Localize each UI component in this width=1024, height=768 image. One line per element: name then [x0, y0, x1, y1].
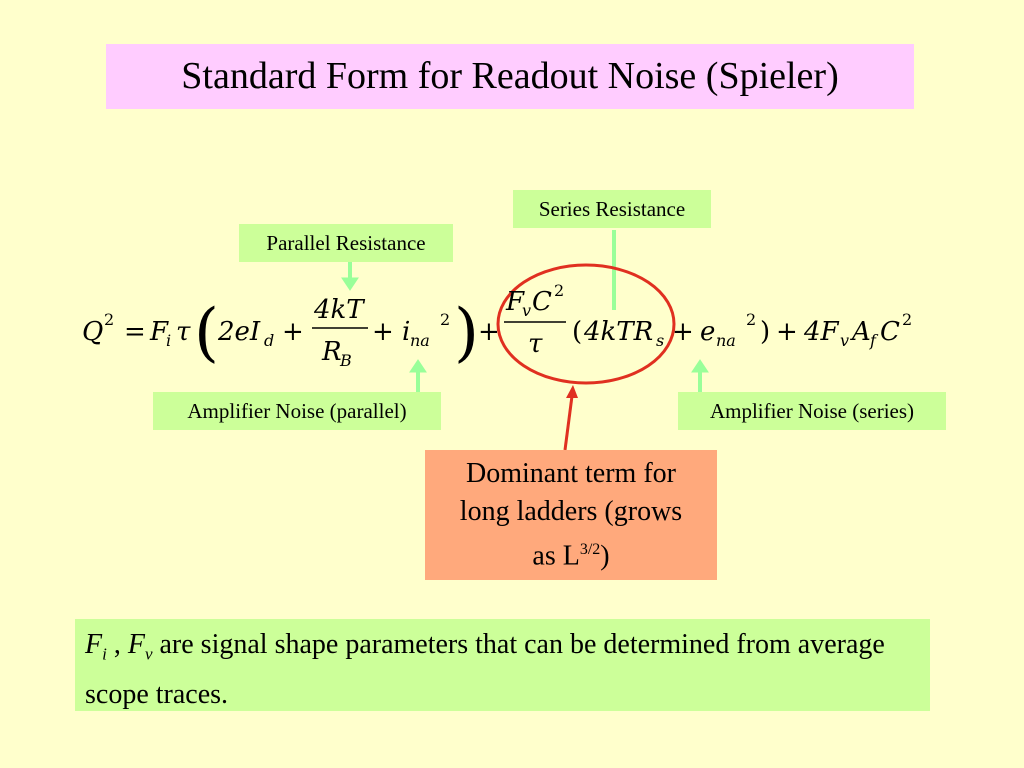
eq-plus-4: +	[672, 317, 694, 347]
eq-plus-5: +	[776, 317, 798, 347]
dominant-line-3-sup: 3/2	[579, 540, 601, 558]
eq-num2-f: F	[505, 287, 525, 317]
eq-fi-sub: i	[166, 331, 171, 350]
dominant-line-3-post: )	[600, 540, 610, 572]
eq-ena: e	[700, 317, 715, 347]
eq-tau: τ	[176, 317, 191, 347]
eq-lhs: Q	[82, 317, 103, 347]
eq-lhs-exp: 2	[104, 310, 114, 329]
noise-equation: Q 2 = F i τ ( 2eI d + 4kT R B + i na 2 )…	[82, 281, 912, 370]
note-text: are signal shape parameters that can be …	[85, 629, 885, 710]
eq-term2: 4kTR	[583, 317, 653, 347]
eq-paren-close-1: )	[454, 296, 479, 370]
eq-paren-open-1: (	[194, 296, 219, 370]
eq-num2-exp: 2	[554, 281, 564, 300]
eq-ina: i	[402, 317, 410, 347]
eq-term1-sub: d	[264, 331, 274, 350]
eq-fi: F	[149, 317, 169, 347]
eq-term3-sub2: f	[869, 331, 879, 350]
arrow-head-amp-parallel	[409, 359, 427, 373]
eq-num2-sub: v	[522, 301, 531, 320]
arrow-head-amp-series	[691, 359, 709, 373]
eq-num1: 4kT	[313, 295, 365, 325]
dominant-line-1: Dominant term for	[466, 457, 676, 489]
eq-den1-sub: B	[339, 351, 352, 370]
note-sep: ,	[106, 629, 128, 660]
eq-plus-3: +	[478, 317, 500, 347]
eq-ina-exp: 2	[440, 310, 450, 329]
eq-paren-open-2: (	[572, 317, 582, 347]
eq-term2-sub: s	[656, 331, 664, 350]
amplifier-noise-series-label: Amplifier Noise (series)	[678, 392, 946, 430]
eq-term3-c: C	[880, 317, 900, 347]
dominant-line-2: long ladders (grows	[459, 495, 683, 527]
amplifier-noise-parallel-label: Amplifier Noise (parallel)	[153, 392, 441, 430]
eq-term3-a: A	[850, 317, 871, 347]
note-fi: Fi	[85, 629, 107, 664]
eq-ena-sub: na	[716, 331, 736, 350]
dominant-term-callout: Dominant term for long ladders (grows as…	[425, 450, 717, 580]
eq-equals: =	[124, 317, 146, 347]
eq-plus-2: +	[372, 317, 394, 347]
dominant-term-pointer-head	[566, 385, 578, 398]
page-title: Standard Form for Readout Noise (Spieler…	[106, 44, 914, 109]
shape-parameters-note: Fi , Fv are signal shape parameters that…	[75, 619, 930, 711]
eq-paren-close-2: )	[760, 317, 770, 347]
dominant-term-pointer	[563, 395, 574, 451]
eq-ena-exp: 2	[746, 310, 756, 329]
arrow-head-parallel-resistance	[341, 277, 359, 291]
green-arrows	[341, 230, 709, 392]
eq-den2: τ	[528, 329, 543, 359]
eq-plus-1: +	[282, 317, 304, 347]
eq-term3-exp: 2	[902, 310, 912, 329]
eq-term3: 4F	[803, 317, 840, 347]
series-resistance-label: Series Resistance	[513, 190, 711, 228]
eq-term1: 2eI	[217, 317, 261, 347]
eq-num2-c: C	[532, 287, 552, 317]
note-fv: Fv	[127, 629, 153, 664]
eq-term3-sub1: v	[840, 331, 849, 350]
eq-ina-sub: na	[410, 331, 430, 350]
eq-den1: R	[321, 337, 342, 367]
dominant-line-3-pre: as L	[532, 540, 580, 572]
dominant-term-circle	[496, 263, 676, 385]
parallel-resistance-label: Parallel Resistance	[239, 224, 453, 262]
